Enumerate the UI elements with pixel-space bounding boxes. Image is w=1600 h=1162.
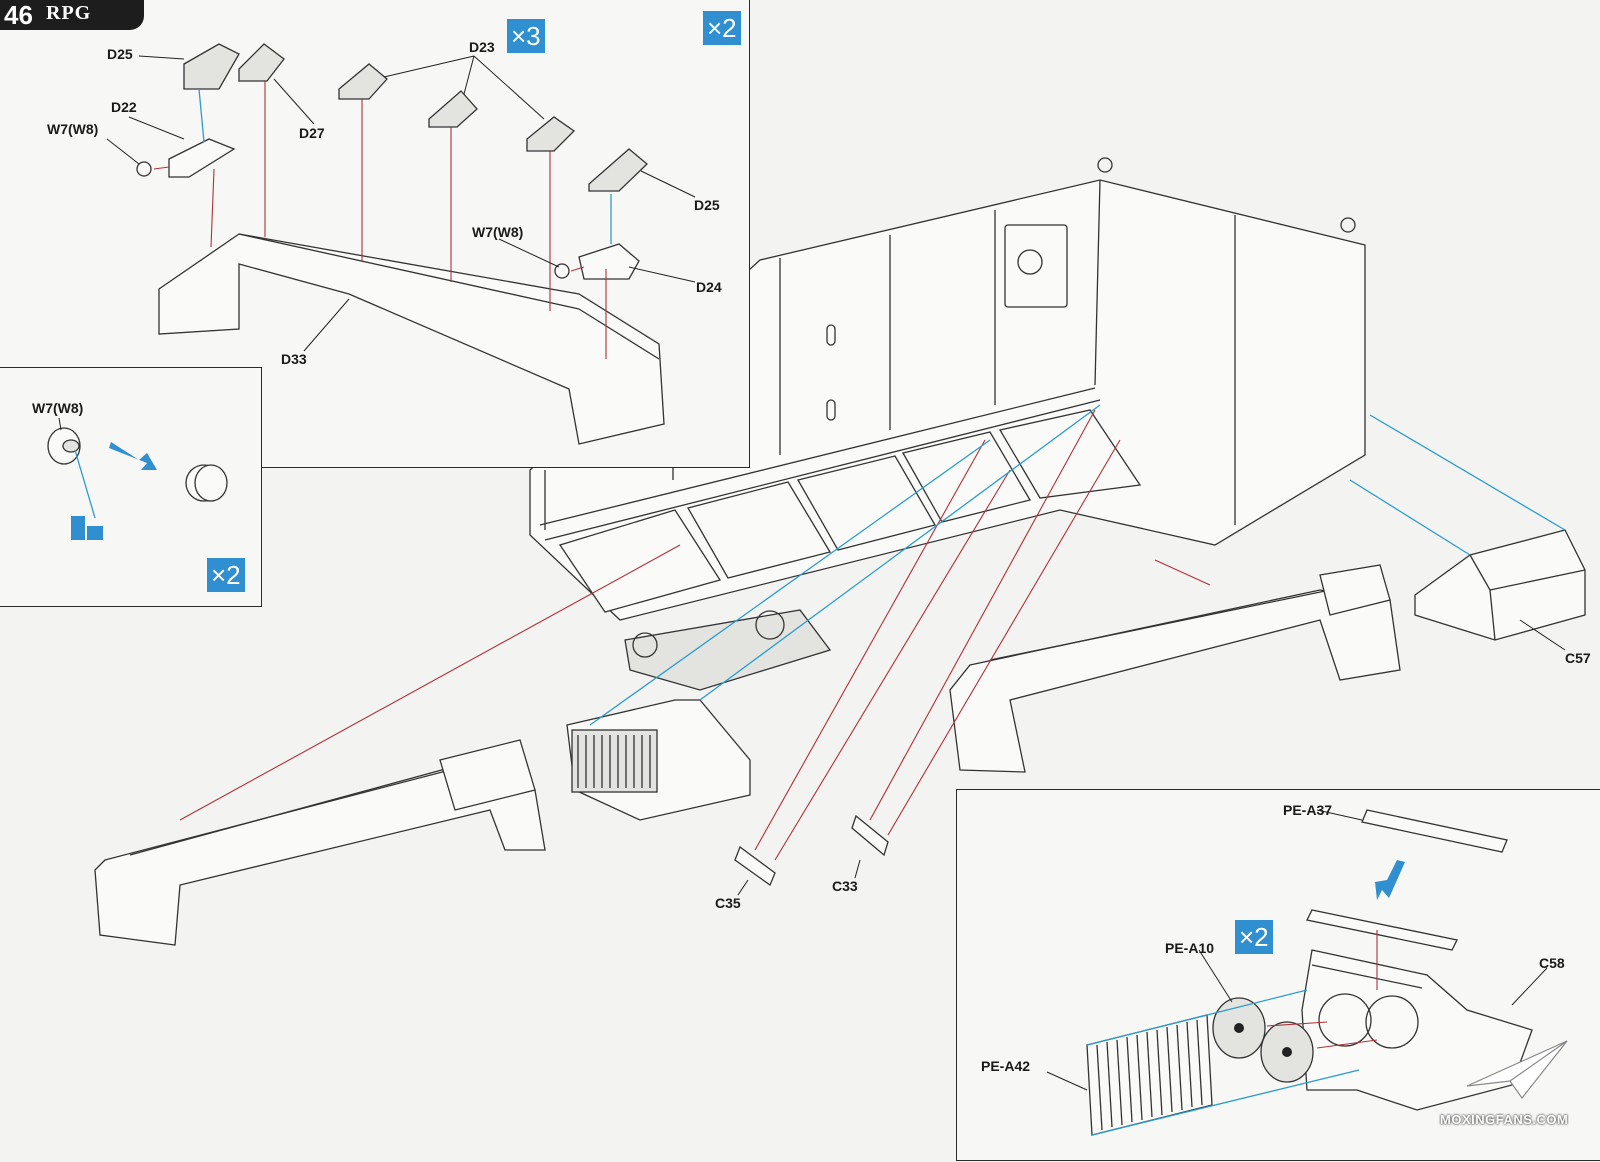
w7-w8-finished-cap — [185, 464, 228, 502]
c57-intake-box — [1414, 529, 1586, 641]
label-w7-w8-top-right: W7(W8) — [472, 224, 524, 240]
label-c35: C35 — [715, 895, 741, 911]
label-d27: D27 — [299, 125, 325, 141]
multiplier-badge-x2-top: ×2 — [703, 11, 741, 45]
w7-w8-wheel-cap — [47, 427, 81, 465]
direction-arrow-icon — [1375, 860, 1405, 900]
d22-bracket — [136, 138, 236, 178]
d33-rail-part — [158, 233, 665, 445]
label-c33: C33 — [832, 878, 858, 894]
left-skirt-assembly — [94, 739, 546, 946]
c58-fan-housing — [1301, 949, 1533, 1111]
d23-block-1 — [338, 63, 388, 100]
label-c57: C57 — [1565, 650, 1591, 666]
pe-a37-plate — [1361, 809, 1508, 853]
assembly-guide-lines — [179, 404, 1566, 861]
pe-a37-plate-installed — [1306, 909, 1458, 951]
multiplier-badge-x2-left: ×2 — [207, 558, 245, 592]
d23-block-3 — [526, 116, 576, 152]
label-c58: C58 — [1539, 955, 1565, 971]
paper-plane-logo-icon — [1466, 1040, 1568, 1100]
d24-bracket — [554, 243, 640, 280]
page-number: 46 — [4, 0, 33, 30]
pe-a42-grille — [1086, 1014, 1213, 1136]
direction-arrow-icon — [109, 442, 157, 470]
label-w7-w8-left: W7(W8) — [32, 400, 84, 416]
page-header-badge: 46 RPG — [0, 0, 144, 30]
label-d23: D23 — [469, 39, 495, 55]
c35-strip — [734, 845, 776, 887]
top-detail-inset: D25 D22 W7(W8) D27 D23 D25 W7(W8) D24 D3… — [0, 0, 750, 468]
left-detail-inset: W7(W8) ×2 — [0, 367, 262, 607]
pe-a10-fan-2 — [1260, 1021, 1314, 1083]
top-inset-drawing — [106, 43, 696, 445]
bottom-right-detail-inset: PE-A37 PE-A10 C58 PE-A42 ×2 — [956, 789, 1600, 1161]
d23-block-2 — [428, 90, 478, 128]
pe-a10-fan-1 — [1212, 997, 1266, 1059]
left-inset-drawing — [47, 417, 228, 540]
label-pe-a10: PE-A10 — [1165, 940, 1215, 956]
cut-marker-icon — [71, 516, 103, 540]
brand-logo: RPG — [46, 2, 92, 24]
label-d25-right: D25 — [694, 197, 720, 213]
label-w7-w8-top-left: W7(W8) — [47, 121, 99, 137]
label-pe-a37: PE-A37 — [1283, 802, 1333, 818]
label-d25-left: D25 — [107, 46, 133, 62]
right-skirt-assembly — [949, 564, 1401, 773]
multiplier-badge-x3: ×3 — [507, 19, 545, 53]
grille-box — [566, 699, 751, 821]
d25-block-right — [588, 148, 648, 192]
label-d24: D24 — [696, 279, 722, 295]
d25-block-left — [183, 43, 240, 90]
label-d22: D22 — [111, 99, 137, 115]
d27-block — [238, 43, 285, 82]
bottom-right-inset-drawing — [1046, 809, 1548, 1136]
watermark-text: MOXINGFANS.COM — [1440, 1112, 1569, 1127]
label-pe-a42: PE-A42 — [981, 1058, 1031, 1074]
c33-strip — [851, 814, 889, 857]
multiplier-badge-x2-bottom: ×2 — [1235, 920, 1273, 954]
label-d33: D33 — [281, 351, 307, 367]
